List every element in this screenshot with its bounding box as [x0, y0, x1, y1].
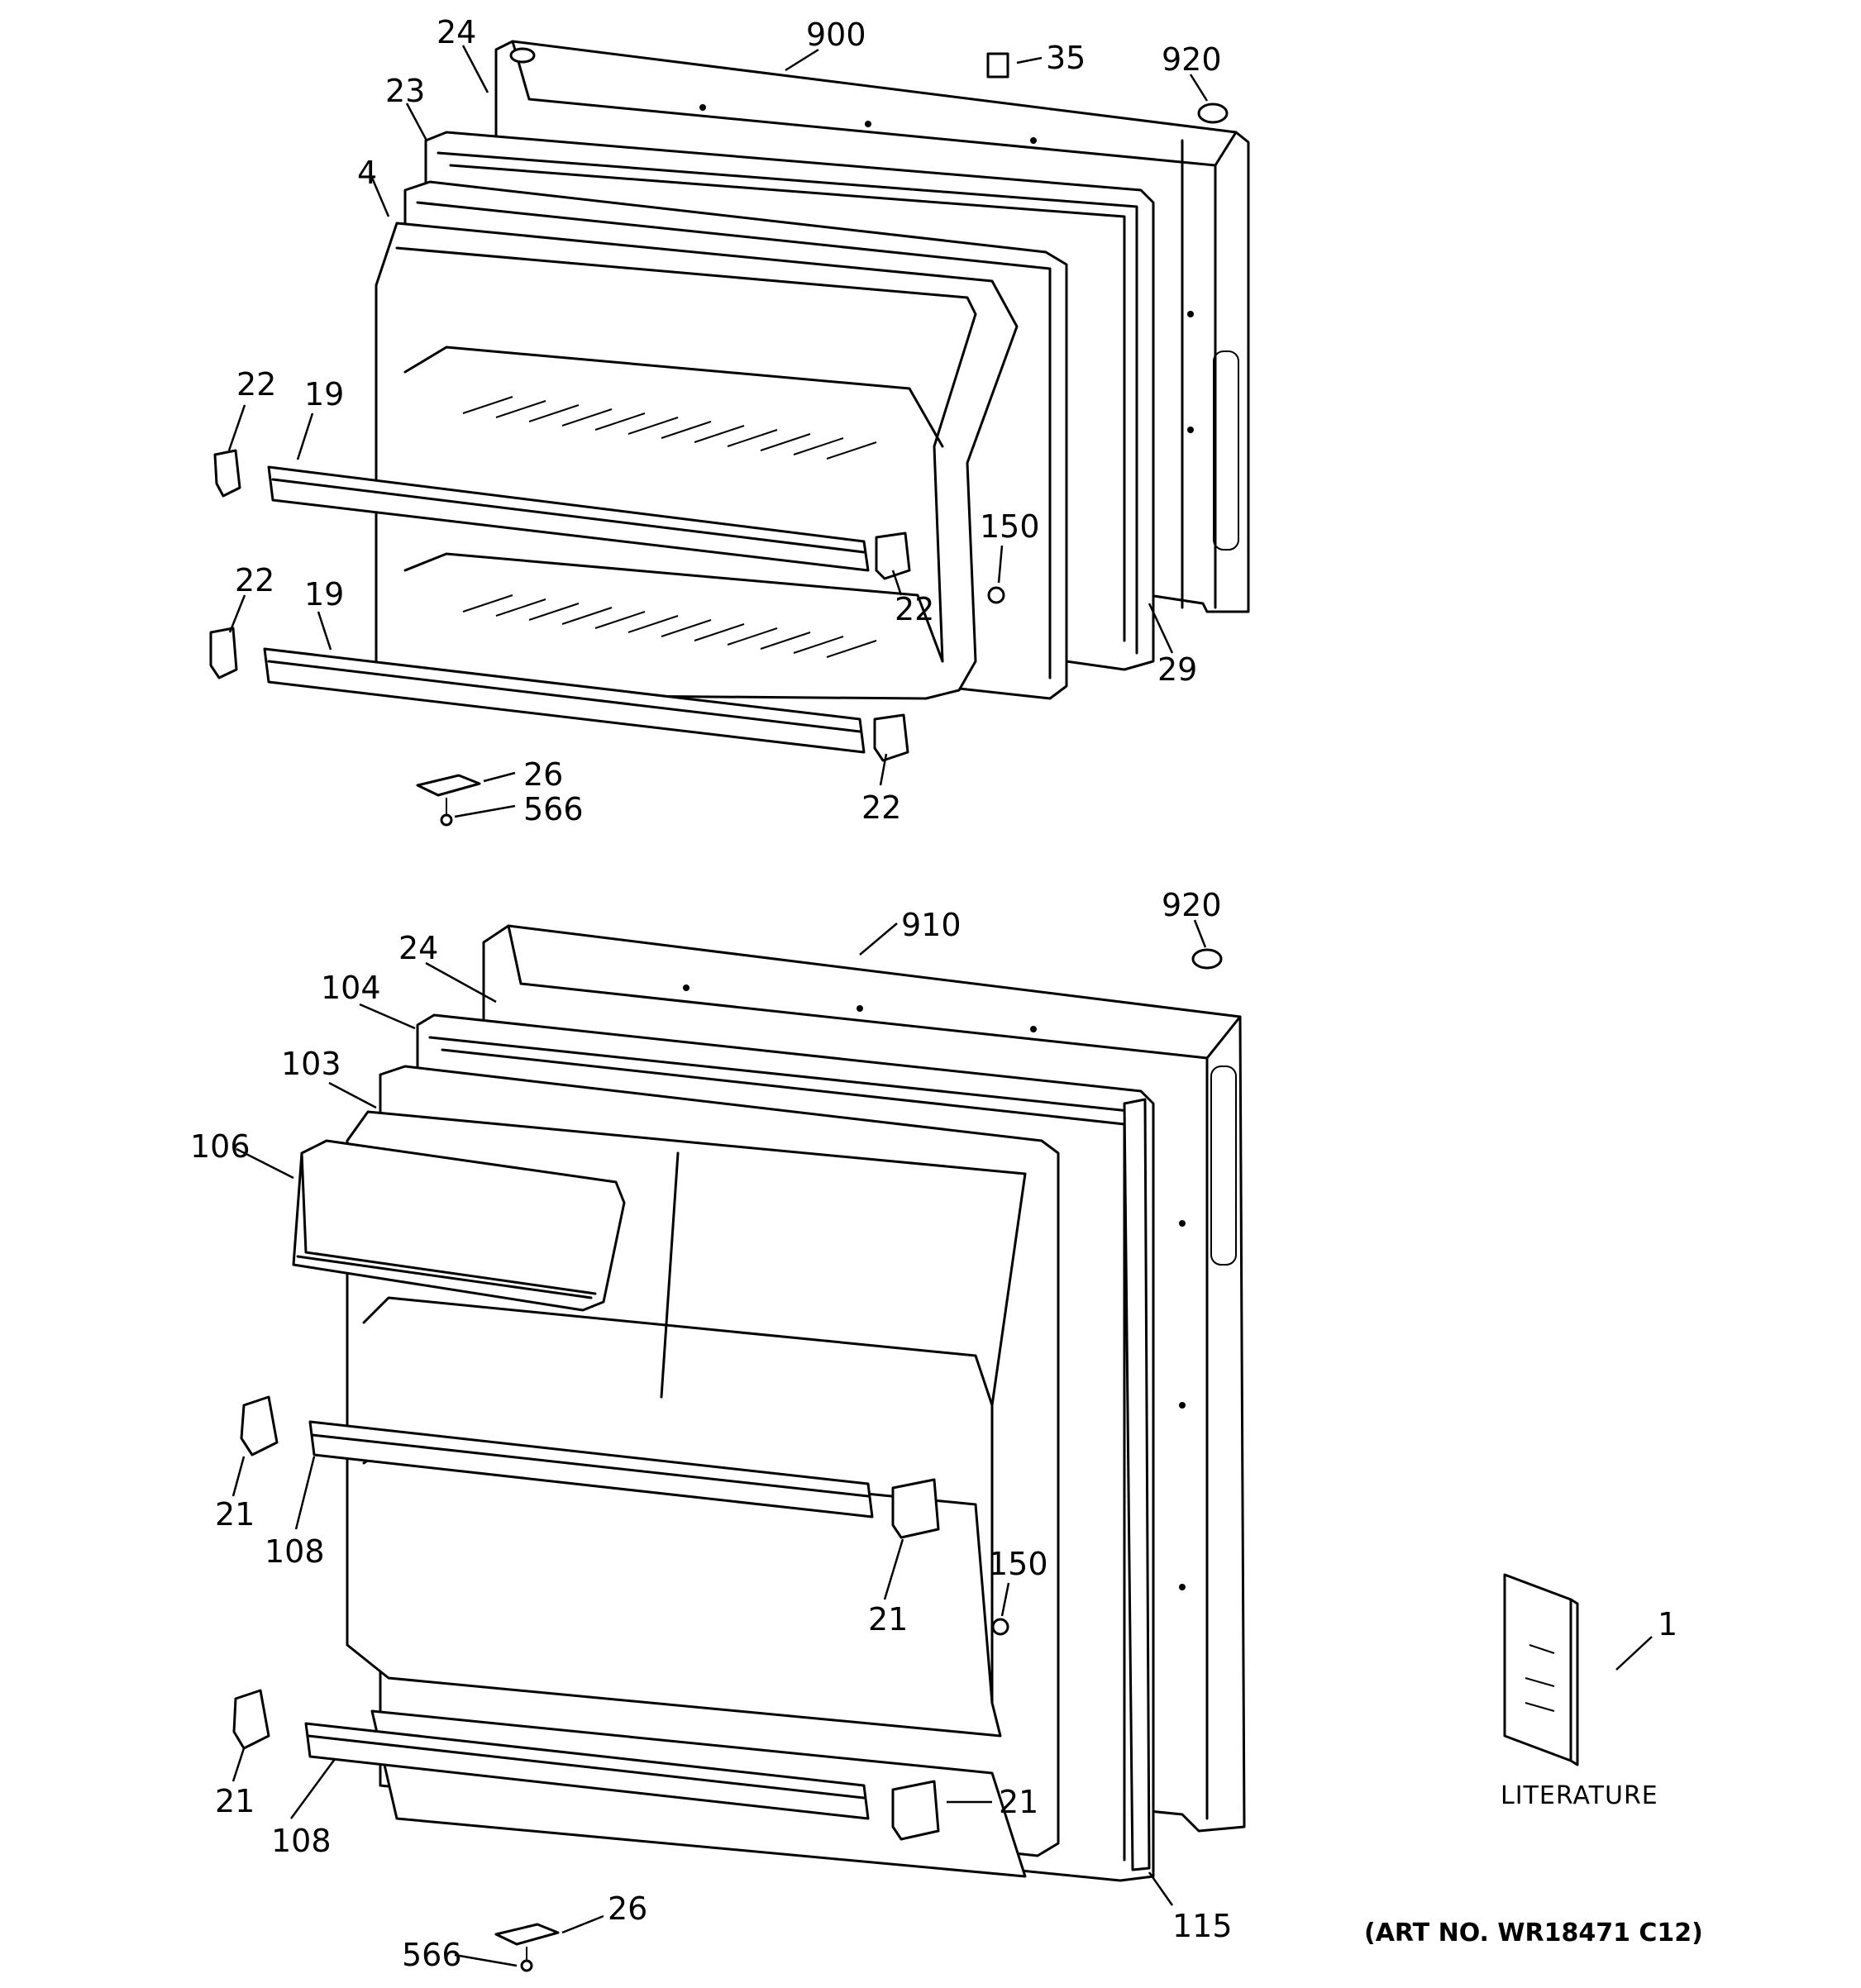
- leader-lines: [227, 45, 1653, 1967]
- callout-24: 24: [437, 14, 476, 50]
- upper-door-assembly: [209, 40, 1250, 827]
- callout-21-a: 21: [215, 1496, 255, 1533]
- shelf-end-cap-21: [232, 1395, 940, 1841]
- callout-22-a: 22: [236, 366, 276, 403]
- callout-103: 103: [281, 1046, 341, 1082]
- art-number: (ART NO. WR18471 C12): [1364, 1919, 1703, 1947]
- callout-150-lower: 150: [988, 1546, 1048, 1582]
- door-shelf-bar-108-lower: [304, 1722, 870, 1820]
- callout-22-b: 22: [895, 591, 934, 627]
- door-liner-4: [375, 180, 1068, 700]
- callout-24-lower: 24: [398, 930, 438, 966]
- callout-35: 35: [1046, 40, 1086, 76]
- callout-910: 910: [901, 907, 962, 943]
- door-shelf-bar-19-lower: [263, 647, 866, 754]
- hinge-plate-26-lower: [494, 1923, 560, 1972]
- shelf-end-cap-22: [209, 449, 911, 762]
- callout-21-b: 21: [868, 1601, 908, 1638]
- literature-booklet: [1503, 1573, 1579, 1766]
- callout-labels: 900 35 920 24 23 4 22 19 150 22 22 19 29…: [190, 14, 1703, 1973]
- cap-920-lower: [1191, 948, 1223, 970]
- callout-920-lower: 920: [1162, 887, 1222, 923]
- callout-23: 23: [385, 73, 425, 109]
- callout-26-lower: 26: [608, 1890, 647, 1927]
- callout-1: 1: [1658, 1606, 1677, 1642]
- door-shelf-bar-19-upper: [267, 465, 870, 572]
- callout-108-b: 108: [271, 1823, 332, 1859]
- callout-19-a: 19: [304, 376, 344, 412]
- screw-150-lower: [991, 1618, 1009, 1636]
- callout-19-b: 19: [304, 576, 344, 613]
- callout-22-d: 22: [861, 789, 901, 826]
- callout-22-c: 22: [235, 562, 274, 598]
- callout-566-lower: 566: [402, 1937, 462, 1973]
- door-bin-106: [292, 1139, 626, 1312]
- callout-106: 106: [190, 1128, 251, 1165]
- cap-920: [1197, 102, 1229, 124]
- screw-150: [987, 586, 1005, 604]
- callout-115: 115: [1172, 1908, 1233, 1944]
- gasket-strip-115: [1123, 1098, 1151, 1871]
- door-shelf-bar-108-upper: [308, 1420, 874, 1518]
- callout-104: 104: [321, 970, 381, 1006]
- callout-21-c: 21: [215, 1783, 255, 1819]
- literature-label: LITERATURE: [1501, 1781, 1658, 1810]
- callout-900: 900: [806, 17, 866, 53]
- callout-29: 29: [1157, 651, 1197, 688]
- plug-35: [986, 52, 1009, 79]
- callout-26: 26: [523, 756, 563, 793]
- callout-21-d: 21: [999, 1784, 1038, 1820]
- hinge-plate-26: [416, 774, 481, 827]
- callout-4: 4: [357, 155, 377, 191]
- callout-566: 566: [523, 791, 584, 827]
- callout-150: 150: [980, 508, 1040, 545]
- lower-door-assembly: [232, 924, 1246, 1972]
- callout-920: 920: [1162, 41, 1222, 78]
- callout-108-a: 108: [265, 1533, 325, 1570]
